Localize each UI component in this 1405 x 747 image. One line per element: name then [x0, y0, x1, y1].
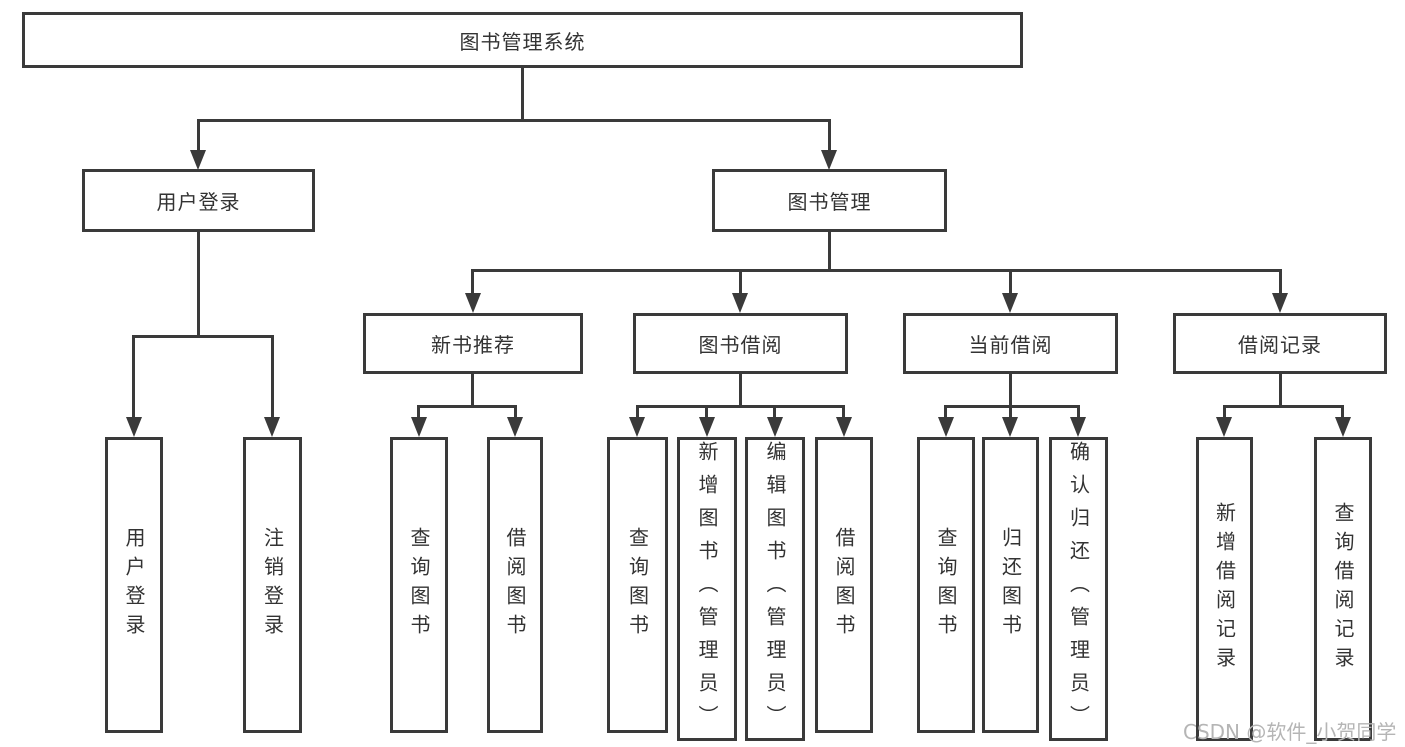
arrowhead-down-icon — [1002, 417, 1018, 437]
connector-line — [1009, 269, 1012, 296]
node-current-borrow: 当前借阅 — [903, 313, 1118, 374]
leaf-add-book-admin: 新增图书（管理员） — [677, 437, 737, 741]
arrowhead-down-icon — [1216, 417, 1232, 437]
node-new-book-recommend: 新书推荐 — [363, 313, 583, 374]
leaf-query-books: 查询图书 — [607, 437, 668, 733]
connector-line — [471, 269, 1282, 272]
leaf-logout: 注销登录 — [243, 437, 302, 733]
connector-line — [705, 405, 708, 420]
node-root: 图书管理系统 — [22, 12, 1023, 68]
connector-line — [1077, 405, 1080, 420]
node-borrow-records: 借阅记录 — [1173, 313, 1387, 374]
leaf-add-borrow-record: 新增借阅记录 — [1196, 437, 1253, 741]
leaf-query-books: 查询图书 — [390, 437, 448, 733]
watermark: CSDN @软件_小贺同学 — [1183, 720, 1397, 744]
arrowhead-down-icon — [821, 150, 837, 170]
connector-line — [197, 119, 200, 152]
connector-line — [1009, 405, 1012, 420]
node-book-borrow: 图书借阅 — [633, 313, 848, 374]
arrowhead-down-icon — [732, 293, 748, 313]
connector-line — [636, 405, 639, 420]
leaf-query-borrow-record: 查询借阅记录 — [1314, 437, 1372, 741]
connector-line — [636, 405, 845, 408]
connector-line — [1009, 373, 1012, 408]
connector-line — [1341, 405, 1344, 420]
leaf-borrow-books: 借阅图书 — [487, 437, 543, 733]
connector-line — [197, 119, 831, 122]
connector-line — [1223, 405, 1344, 408]
connector-line — [132, 335, 274, 338]
connector-line — [828, 119, 831, 152]
connector-line — [417, 405, 517, 408]
arrowhead-down-icon — [629, 417, 645, 437]
arrowhead-down-icon — [938, 417, 954, 437]
node-user-login: 用户登录 — [82, 169, 315, 232]
connector-line — [739, 269, 742, 296]
connector-line — [521, 68, 524, 121]
connector-line — [1279, 269, 1282, 296]
arrowhead-down-icon — [767, 417, 783, 437]
leaf-borrow-books: 借阅图书 — [815, 437, 873, 733]
connector-line — [773, 405, 776, 420]
connector-line — [828, 232, 831, 272]
arrowhead-down-icon — [465, 293, 481, 313]
arrowhead-down-icon — [1070, 417, 1086, 437]
connector-line — [944, 405, 947, 420]
leaf-return-book: 归还图书 — [982, 437, 1039, 733]
arrowhead-down-icon — [190, 150, 206, 170]
arrowhead-down-icon — [507, 417, 523, 437]
arrowhead-down-icon — [1002, 293, 1018, 313]
leaf-edit-book-admin: 编辑图书（管理员） — [745, 437, 805, 741]
arrowhead-down-icon — [1335, 417, 1351, 437]
connector-line — [197, 232, 200, 337]
connector-line — [132, 335, 135, 419]
arrowhead-down-icon — [411, 417, 427, 437]
connector-line — [944, 405, 1080, 408]
arrowhead-down-icon — [1272, 293, 1288, 313]
connector-line — [471, 269, 474, 296]
arrowhead-down-icon — [126, 417, 142, 437]
connector-line — [739, 373, 742, 408]
arrowhead-down-icon — [699, 417, 715, 437]
leaf-user-login: 用户登录 — [105, 437, 163, 733]
connector-line — [514, 405, 517, 420]
connector-line — [1223, 405, 1226, 420]
node-book-management: 图书管理 — [712, 169, 947, 232]
arrowhead-down-icon — [264, 417, 280, 437]
leaf-query-books: 查询图书 — [917, 437, 975, 733]
connector-line — [1279, 373, 1282, 408]
arrowhead-down-icon — [836, 417, 852, 437]
connector-line — [842, 405, 845, 420]
leaf-confirm-return-admin: 确认归还（管理员） — [1049, 437, 1108, 741]
connector-line — [417, 405, 420, 420]
connector-line — [471, 373, 474, 408]
connector-line — [271, 335, 274, 419]
